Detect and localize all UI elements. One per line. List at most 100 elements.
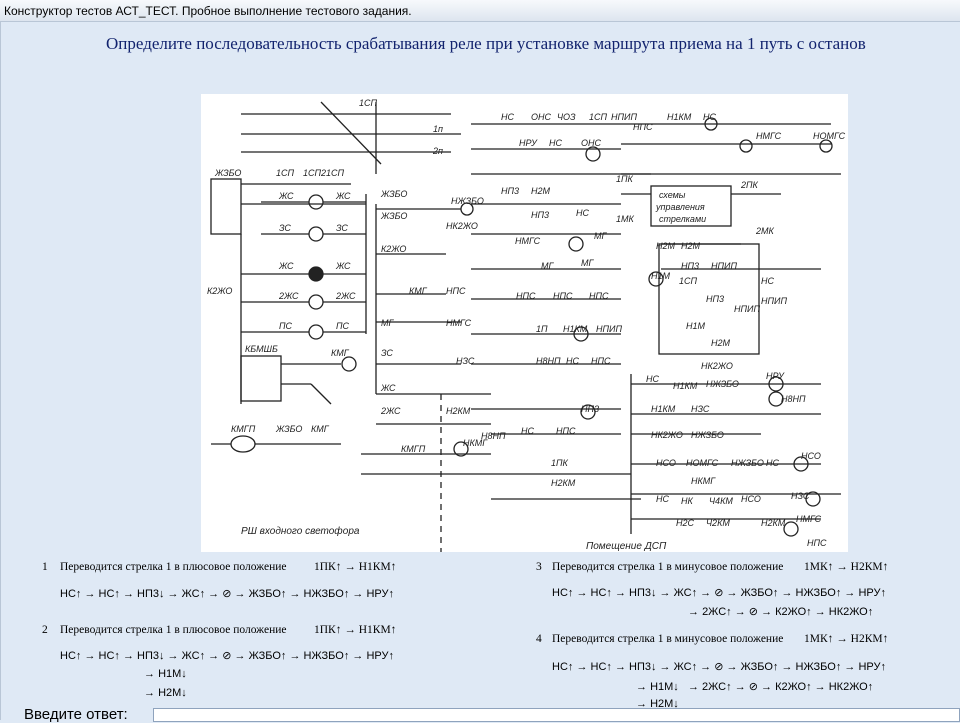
svg-text:КМГП: КМГП bbox=[401, 444, 426, 454]
svg-text:КМГ: КМГ bbox=[311, 424, 330, 434]
svg-text:Н2М: Н2М bbox=[656, 241, 676, 251]
svg-text:Н2М: Н2М bbox=[681, 241, 701, 251]
chain-item: К2ЖО↑ bbox=[775, 606, 812, 618]
chain-item: НС↑ bbox=[590, 661, 612, 673]
svg-text:Н2М: Н2М bbox=[711, 338, 731, 348]
chain-item: НЖЗБО↑ bbox=[303, 650, 350, 662]
chain-item: НС↑ bbox=[60, 588, 82, 600]
chain-item: 2ЖС↑ bbox=[702, 606, 732, 618]
svg-text:Н1КМ: Н1КМ bbox=[563, 324, 588, 334]
svg-text:НК2ЖО: НК2ЖО bbox=[446, 221, 478, 231]
svg-text:НПС: НПС bbox=[807, 538, 827, 548]
svg-text:ЖС: ЖС bbox=[380, 383, 396, 393]
svg-text:НРУ: НРУ bbox=[519, 138, 538, 148]
svg-text:НПС: НПС bbox=[591, 356, 611, 366]
svg-text:НСО: НСО bbox=[801, 451, 821, 461]
chain-item: НС↑ bbox=[98, 650, 120, 662]
svg-text:КМГ: КМГ bbox=[331, 348, 350, 358]
svg-text:Н1КМ: Н1КМ bbox=[667, 112, 692, 122]
svg-text:НПС: НПС bbox=[589, 291, 609, 301]
svg-text:НП3: НП3 bbox=[501, 186, 519, 196]
option-1-relays: 1ПК↑ → Н1КМ↑ bbox=[314, 561, 397, 573]
chain-item: НС↑ bbox=[552, 587, 574, 599]
chain-item: К2ЖО↑ bbox=[775, 681, 812, 693]
chain-item: ЖЗБО↑ bbox=[248, 650, 287, 662]
svg-text:ЖС: ЖС bbox=[278, 261, 294, 271]
svg-text:2МК: 2МК bbox=[755, 226, 775, 236]
svg-text:Н8НП: Н8НП bbox=[781, 394, 806, 404]
svg-text:Помещение ДСП: Помещение ДСП bbox=[586, 541, 667, 552]
svg-text:управления: управления bbox=[655, 202, 705, 212]
svg-text:1СП: 1СП bbox=[276, 168, 295, 178]
chain-item: НС↑ bbox=[98, 588, 120, 600]
svg-text:ЖЗБО: ЖЗБО bbox=[214, 168, 241, 178]
svg-text:НПИП: НПИП bbox=[611, 112, 637, 122]
svg-text:Н1КМ: Н1КМ bbox=[673, 381, 698, 391]
svg-text:Н1М: Н1М bbox=[651, 271, 671, 281]
svg-text:НП3: НП3 bbox=[581, 404, 599, 414]
svg-text:1СП: 1СП bbox=[359, 98, 378, 108]
svg-text:схемы: схемы bbox=[659, 190, 686, 200]
chain-item: НРУ↑ bbox=[366, 588, 394, 600]
svg-text:2ПК: 2ПК bbox=[740, 180, 759, 190]
svg-text:ЖЗБО: ЖЗБО bbox=[380, 211, 407, 221]
window-title: Конструктор тестов АСТ_ТЕСТ. Пробное вып… bbox=[4, 4, 412, 18]
svg-text:НПИП: НПИП bbox=[761, 296, 787, 306]
svg-text:ОНС: ОНС bbox=[581, 138, 602, 148]
svg-text:МГ: МГ bbox=[381, 318, 394, 328]
svg-text:стрелками: стрелками bbox=[659, 214, 706, 224]
svg-text:ЧОЗ: ЧОЗ bbox=[557, 112, 576, 122]
svg-text:ЖЗБО: ЖЗБО bbox=[380, 189, 407, 199]
svg-text:НС: НС bbox=[566, 356, 579, 366]
svg-text:ЖС: ЖС bbox=[335, 191, 351, 201]
option-2-chain: НС↑ → НС↑ → НП3↓ → ЖС↑ → ⊘ → ЖЗБО↑ → НЖЗ… bbox=[60, 650, 394, 662]
svg-text:2п: 2п bbox=[432, 146, 443, 156]
chain-item: ⊘ bbox=[714, 661, 724, 673]
svg-text:1СП: 1СП bbox=[589, 112, 608, 122]
svg-text:ПС: ПС bbox=[336, 321, 350, 331]
chain-item: ЖЗБО↑ bbox=[740, 587, 779, 599]
chain-item: 2ЖС↑ bbox=[702, 681, 732, 693]
svg-text:ЗС: ЗС bbox=[381, 348, 393, 358]
option-2-text: Переводится стрелка 1 в плюсовое положен… bbox=[60, 624, 287, 636]
svg-text:МГ: МГ bbox=[581, 258, 594, 268]
svg-text:НОМГС: НОМГС bbox=[813, 131, 846, 141]
svg-text:КМГП: КМГП bbox=[231, 424, 256, 434]
chain-item: НП3↓ bbox=[137, 588, 165, 600]
svg-text:НП3: НП3 bbox=[706, 294, 724, 304]
svg-text:НКМГ: НКМГ bbox=[691, 476, 716, 486]
chain-item: НЖЗБО↑ bbox=[795, 587, 842, 599]
answer-label: Введите ответ: bbox=[24, 706, 128, 723]
svg-text:Н2КМ: Н2КМ bbox=[551, 478, 576, 488]
option-3-text: Переводится стрелка 1 в минусовое положе… bbox=[552, 561, 784, 573]
svg-text:КМГ: КМГ bbox=[409, 286, 428, 296]
svg-text:ЖС: ЖС bbox=[335, 261, 351, 271]
svg-text:НСО: НСО bbox=[741, 494, 761, 504]
answer-input[interactable] bbox=[153, 708, 960, 722]
chain-item: НРУ↑ bbox=[858, 661, 886, 673]
branch-item: Н2М↓ bbox=[650, 698, 679, 710]
option-4-branch-1: → Н1М↓ → 2ЖС↑ → ⊘ → К2ЖО↑ → НК2ЖО↑ bbox=[636, 681, 874, 693]
svg-text:НПС: НПС bbox=[553, 291, 573, 301]
svg-text:НЖЗБО: НЖЗБО bbox=[691, 430, 724, 440]
option-2-number: 2 bbox=[42, 624, 48, 636]
svg-text:НС: НС bbox=[549, 138, 562, 148]
svg-text:НС: НС bbox=[761, 276, 774, 286]
svg-text:Н2КМ: Н2КМ bbox=[446, 406, 471, 416]
option-2-branch-1: → Н1М↓ bbox=[144, 668, 187, 680]
svg-text:РШ входного светофор: РШ входного светофора bbox=[241, 525, 360, 537]
svg-text:2ЖС: 2ЖС bbox=[278, 291, 299, 301]
chain-item: НЖЗБО↑ bbox=[303, 588, 350, 600]
svg-text:НПС: НПС bbox=[633, 122, 653, 132]
svg-text:Ч2КМ: Ч2КМ bbox=[706, 518, 730, 528]
chain-item: ЖЗБО↑ bbox=[248, 588, 287, 600]
svg-text:НПС: НПС bbox=[556, 426, 576, 436]
option-4-branch-2: → Н2М↓ bbox=[636, 698, 679, 710]
option-3-chain-2: → 2ЖС↑ → ⊘ → К2ЖО↑ → НК2ЖО↑ bbox=[688, 606, 874, 618]
option-1-chain: НС↑ → НС↑ → НП3↓ → ЖС↑ → ⊘ → ЖЗБО↑ → НЖЗ… bbox=[60, 588, 394, 600]
svg-text:НС: НС bbox=[656, 494, 669, 504]
svg-text:НМГС: НМГС bbox=[796, 514, 822, 524]
svg-text:К2ЖО: К2ЖО bbox=[207, 286, 232, 296]
svg-text:НОМГС: НОМГС bbox=[686, 458, 719, 468]
svg-text:НС: НС bbox=[703, 112, 716, 122]
